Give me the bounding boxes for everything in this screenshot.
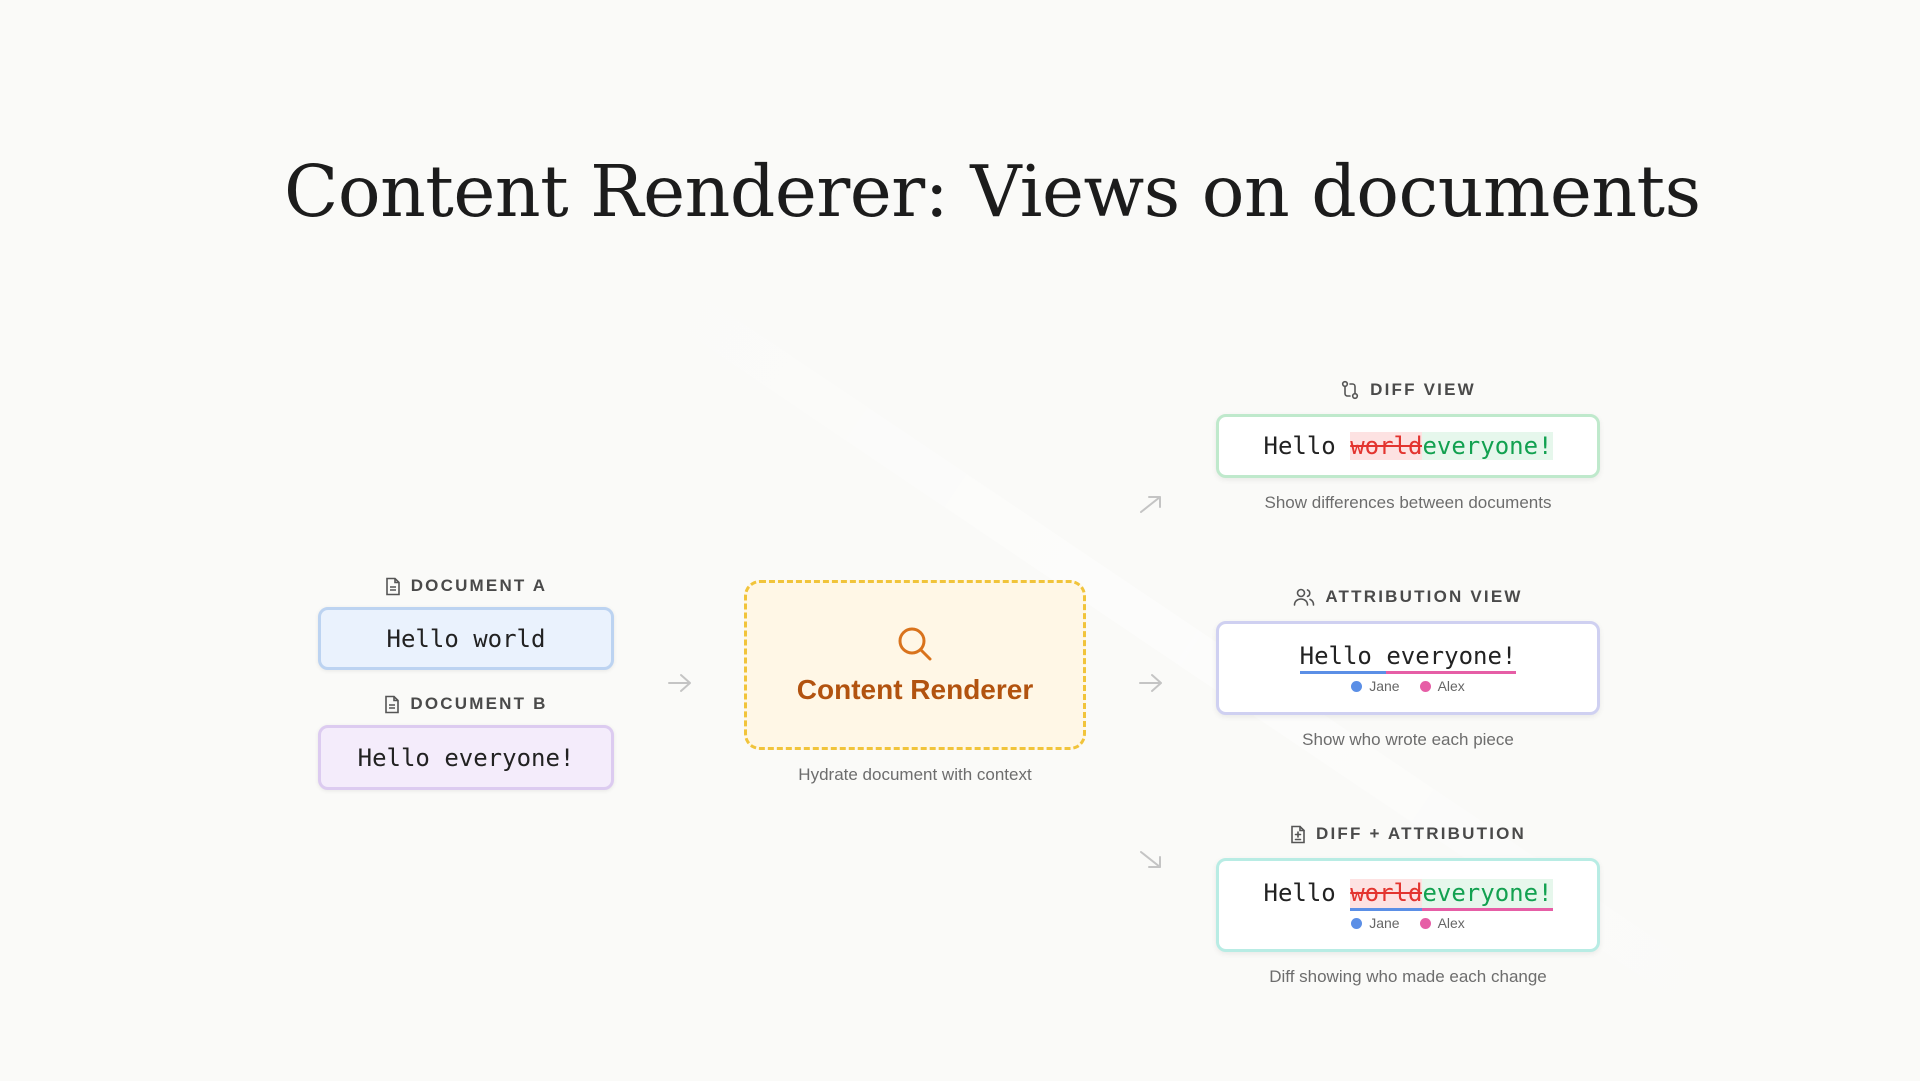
diff-view-box: Hello worldeveryone! — [1216, 414, 1600, 478]
legend-item-alex: Alex — [1419, 915, 1465, 931]
document-b-box: Hello everyone! — [318, 725, 614, 790]
diff-attribution-label-text: DIFF + ATTRIBUTION — [1315, 824, 1527, 843]
file-diff-icon — [1291, 825, 1305, 843]
search-icon — [898, 627, 932, 661]
document-b-text: Hello everyone! — [357, 743, 575, 772]
diff-view-text: Hello worldeveryone! — [1264, 432, 1553, 460]
diff-attr-deleted-text: world — [1350, 879, 1423, 911]
document-b-label-text: DOCUMENT B — [410, 694, 548, 713]
arrow-right-icon — [1139, 674, 1162, 692]
legend-jane-label: Jane — [1369, 915, 1400, 931]
git-compare-icon — [1342, 380, 1359, 400]
legend-alex-label: Alex — [1437, 915, 1465, 931]
attribution-view-label-text: ATTRIBUTION VIEW — [1325, 587, 1523, 606]
document-icon — [385, 695, 400, 713]
document-a-label-text: DOCUMENT A — [410, 576, 548, 595]
arrow-right-icon — [668, 674, 691, 692]
arrow-up-right-icon — [1140, 496, 1161, 513]
attribution-legend: Jane Alex — [1351, 678, 1465, 694]
diff-view-label: DIFF VIEW — [1216, 380, 1600, 400]
attribution-jane-text: Hello — [1299, 642, 1387, 674]
diff-attribution-box: Hello worldeveryone! Jane Alex — [1216, 858, 1600, 952]
users-icon — [1294, 588, 1315, 606]
jane-color-dot — [1351, 917, 1363, 929]
jane-color-dot — [1351, 680, 1363, 692]
legend-jane-label: Jane — [1369, 678, 1400, 694]
diff-view-caption: Show differences between documents — [1264, 493, 1552, 512]
document-a-text: Hello world — [386, 624, 546, 653]
arrow-down-right-icon — [1140, 851, 1161, 868]
attribution-view-box: Hello everyone! Jane Alex — [1216, 621, 1600, 715]
alex-color-dot — [1419, 680, 1431, 692]
diff-attr-inserted-text: everyone! — [1422, 879, 1553, 911]
diff-attribution-caption: Diff showing who made each change — [1269, 967, 1547, 986]
attribution-view-label: ATTRIBUTION VIEW — [1216, 587, 1600, 607]
page-title: Content Renderer: Views on documents — [284, 150, 1701, 233]
legend-item-jane: Jane — [1351, 915, 1400, 931]
alex-color-dot — [1419, 917, 1431, 929]
legend-item-alex: Alex — [1419, 678, 1465, 694]
attribution-alex-text: everyone! — [1386, 642, 1517, 674]
document-icon — [385, 577, 400, 595]
document-b-label: DOCUMENT B — [318, 694, 614, 714]
diff-prefix: Hello — [1263, 432, 1351, 460]
attribution-view-text: Hello everyone! — [1299, 642, 1517, 674]
content-renderer-box: Content Renderer — [744, 580, 1086, 750]
diff-deleted-text: world — [1350, 432, 1423, 460]
document-a-label: DOCUMENT A — [318, 576, 614, 596]
content-renderer-title: Content Renderer — [796, 674, 1034, 705]
attribution-view-caption: Show who wrote each piece — [1302, 730, 1514, 749]
legend-alex-label: Alex — [1437, 678, 1465, 694]
diff-attribution-legend: Jane Alex — [1351, 915, 1465, 931]
diff-inserted-text: everyone! — [1422, 432, 1553, 460]
diff-attr-prefix: Hello — [1263, 879, 1351, 907]
renderer-caption: Hydrate document with context — [798, 765, 1032, 784]
diff-attribution-text: Hello worldeveryone! — [1263, 879, 1553, 911]
diff-view-label-text: DIFF VIEW — [1370, 380, 1476, 399]
document-a-box: Hello world — [318, 607, 614, 670]
diff-attribution-label: DIFF + ATTRIBUTION — [1216, 824, 1600, 844]
legend-item-jane: Jane — [1351, 678, 1400, 694]
